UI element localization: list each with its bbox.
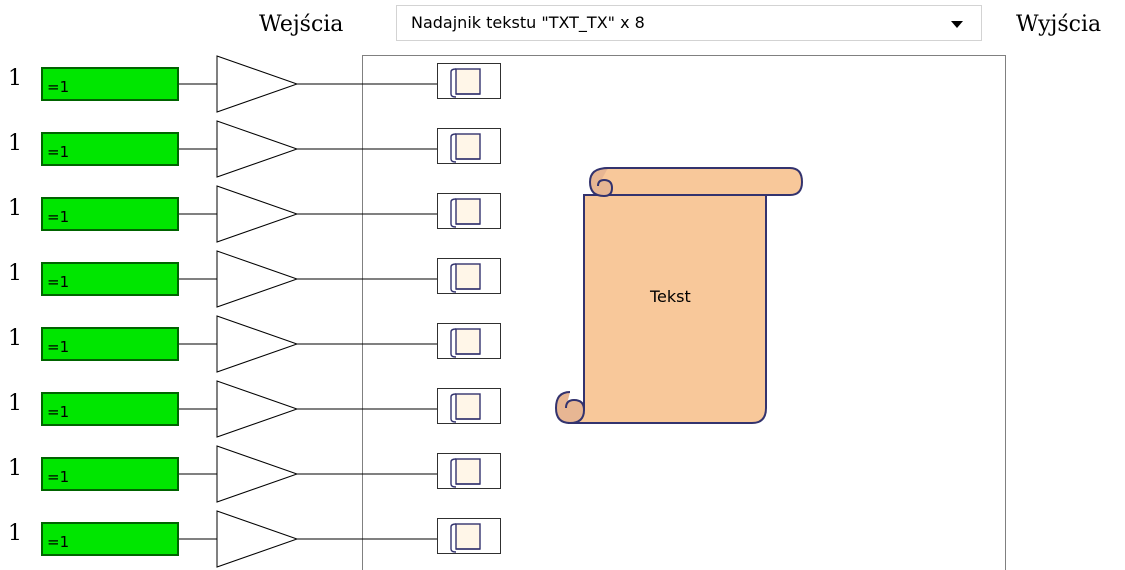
block-type-dropdown-value: Nadajnik tekstu "TXT_TX" x 8 <box>411 13 645 32</box>
input-box-label: =1 <box>47 208 70 226</box>
buffer-triangle-icon <box>216 315 299 373</box>
buffer-triangle-icon <box>216 120 299 178</box>
wire-row <box>179 120 449 178</box>
input-box[interactable]: =1 <box>41 67 179 101</box>
input-box-label: =1 <box>47 273 70 291</box>
input-box-label: =1 <box>47 403 70 421</box>
text-scroll-icon[interactable] <box>437 63 501 99</box>
buffer-triangle-icon <box>216 185 299 243</box>
text-scroll-icon[interactable] <box>437 518 501 554</box>
input-box[interactable]: =1 <box>41 522 179 556</box>
text-scroll-illustration <box>554 167 804 425</box>
wire-row <box>179 445 449 503</box>
input-box-label: =1 <box>47 533 70 551</box>
buffer-triangle-icon <box>216 55 299 113</box>
buffer-triangle-icon <box>216 380 299 438</box>
wire-row <box>179 250 449 308</box>
row-number: 1 <box>8 131 22 156</box>
buffer-triangle-icon <box>216 250 299 308</box>
input-box[interactable]: =1 <box>41 197 179 231</box>
row-number: 1 <box>8 326 22 351</box>
chevron-down-icon[interactable] <box>951 21 963 28</box>
input-box[interactable]: =1 <box>41 262 179 296</box>
block-label: Tekst <box>650 287 691 306</box>
row-number: 1 <box>8 521 22 546</box>
wire-row <box>179 55 449 113</box>
buffer-triangle-icon <box>216 445 299 503</box>
text-scroll-icon[interactable] <box>437 453 501 489</box>
outputs-label: Wyjścia <box>1016 12 1102 37</box>
inputs-label: Wejścia <box>259 12 344 37</box>
input-box[interactable]: =1 <box>41 392 179 426</box>
input-box-label: =1 <box>47 143 70 161</box>
text-scroll-icon[interactable] <box>437 128 501 164</box>
row-number: 1 <box>8 66 22 91</box>
block-type-dropdown[interactable]: Nadajnik tekstu "TXT_TX" x 8 <box>396 5 982 41</box>
input-box-label: =1 <box>47 338 70 356</box>
row-number: 1 <box>8 391 22 416</box>
input-box[interactable]: =1 <box>41 327 179 361</box>
buffer-triangle-icon <box>216 510 299 568</box>
wire-row <box>179 510 449 568</box>
row-number: 1 <box>8 261 22 286</box>
input-box-label: =1 <box>47 468 70 486</box>
input-box[interactable]: =1 <box>41 132 179 166</box>
wire-row <box>179 315 449 373</box>
text-scroll-icon[interactable] <box>437 323 501 359</box>
row-number: 1 <box>8 456 22 481</box>
text-scroll-icon[interactable] <box>437 193 501 229</box>
wire-row <box>179 380 449 438</box>
text-scroll-icon[interactable] <box>437 388 501 424</box>
text-scroll-icon[interactable] <box>437 258 501 294</box>
input-box[interactable]: =1 <box>41 457 179 491</box>
input-box-label: =1 <box>47 78 70 96</box>
wire-row <box>179 185 449 243</box>
row-number: 1 <box>8 196 22 221</box>
